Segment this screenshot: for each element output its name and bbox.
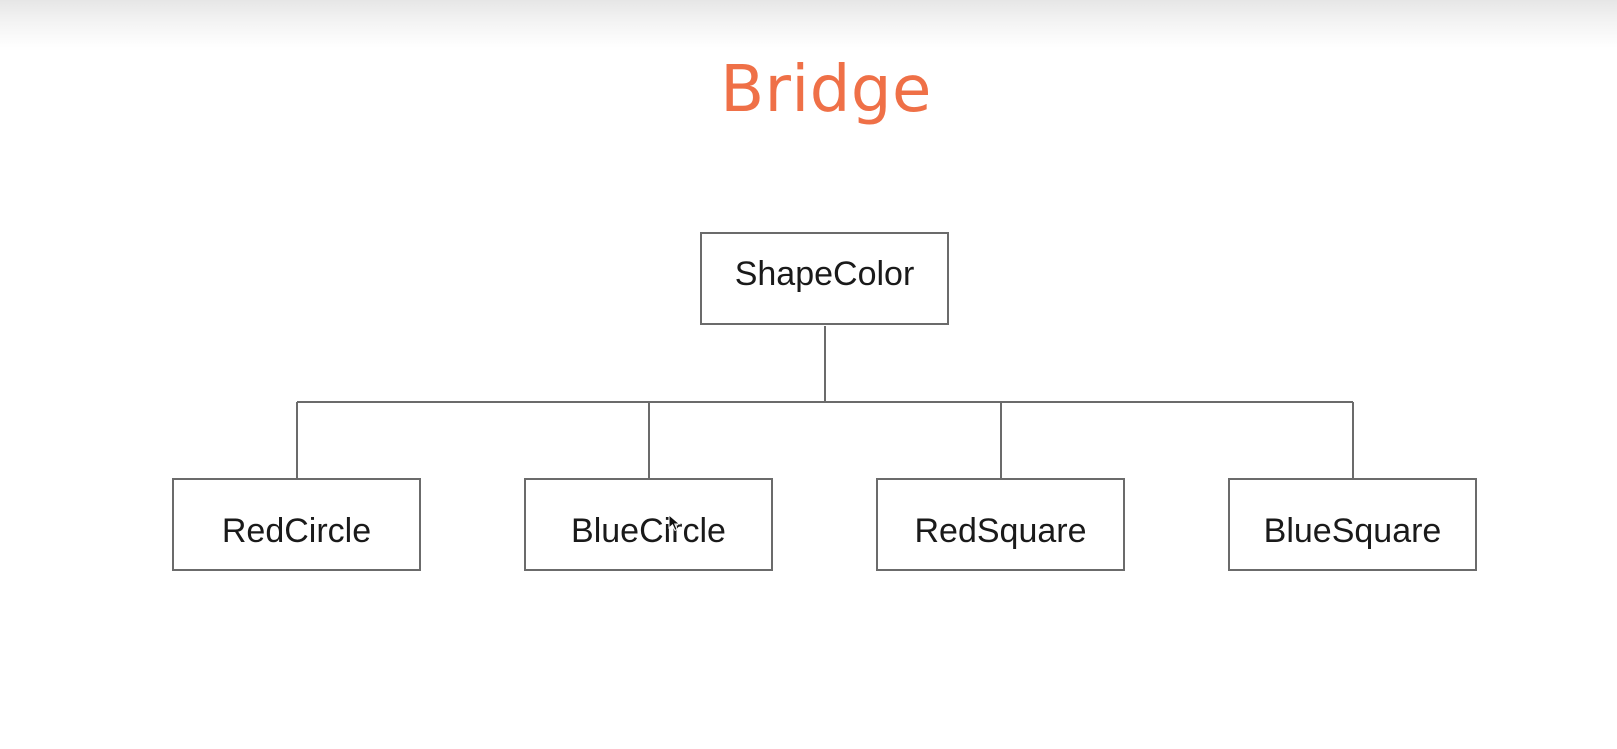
bluesquare-node: BlueSquare: [1228, 478, 1477, 571]
redsquare-label: RedSquare: [914, 512, 1087, 550]
top-shade: [0, 0, 1617, 48]
bluecircle-label: BlueCircle: [571, 512, 726, 550]
redsquare-node: RedSquare: [876, 478, 1125, 571]
mouse-cursor-icon: [668, 514, 681, 532]
bluecircle-node: BlueCircle: [524, 478, 773, 571]
bluesquare-label: BlueSquare: [1263, 512, 1442, 550]
redcircle-label: RedCircle: [221, 512, 372, 550]
shapecolor-node: ShapeColor: [700, 232, 949, 325]
shapecolor-label: ShapeColor: [734, 255, 915, 293]
redcircle-node: RedCircle: [172, 478, 421, 571]
slide-title: Bridge: [720, 53, 932, 127]
